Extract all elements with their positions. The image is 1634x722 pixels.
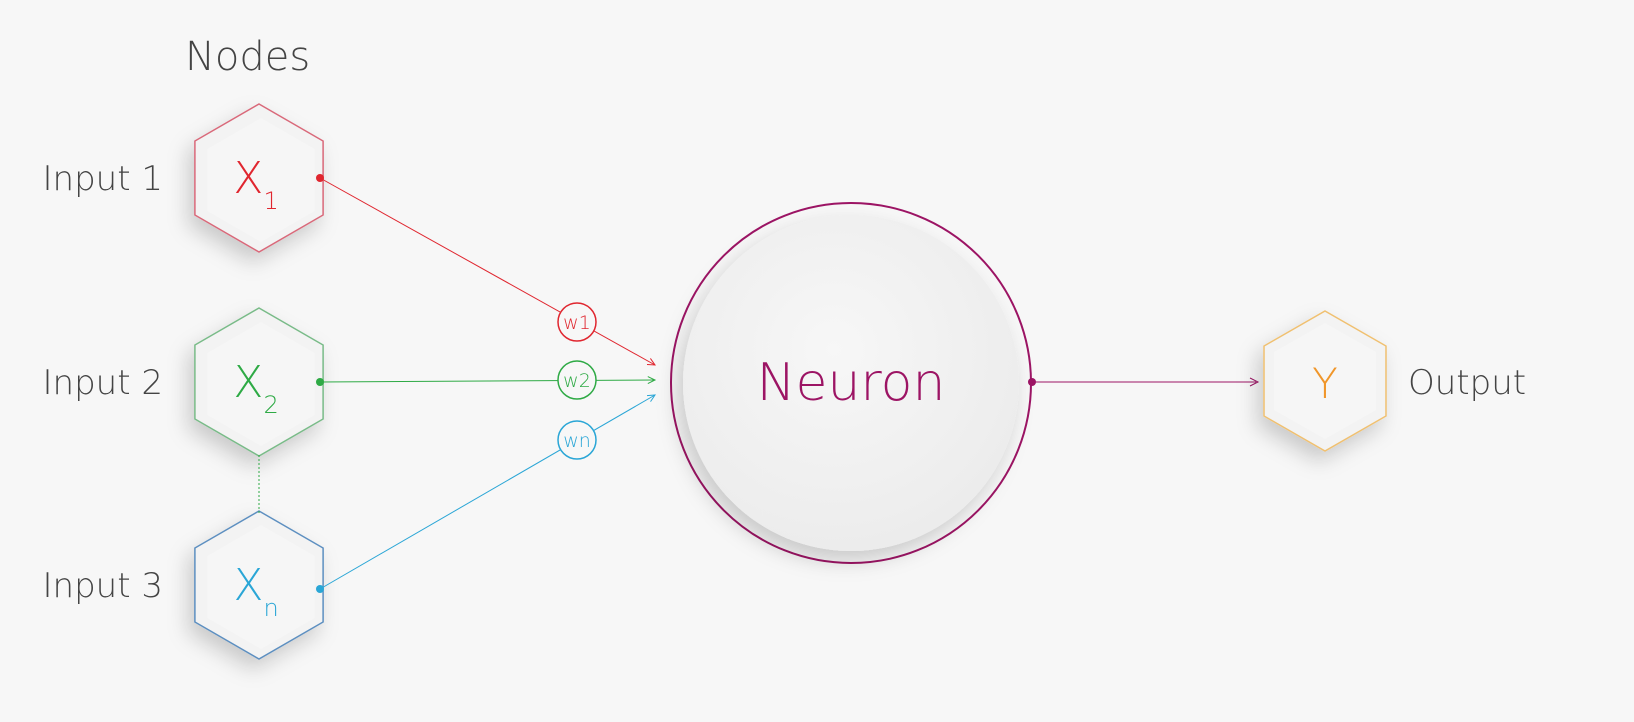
input-node-1: X1 bbox=[194, 103, 324, 253]
weighted-edge-1 bbox=[319, 177, 656, 366]
svg-text:X2: X2 bbox=[233, 357, 278, 419]
svg-text:X1: X1 bbox=[233, 153, 278, 215]
weighted-edge-3 bbox=[319, 394, 656, 590]
output-node: Y bbox=[1263, 310, 1387, 452]
input-node-2: X2 bbox=[194, 307, 324, 457]
arrowhead-icon bbox=[646, 358, 657, 366]
input-label-2: Input 2 bbox=[43, 363, 163, 403]
weight-label: w2 bbox=[563, 370, 591, 392]
weight-label: w1 bbox=[563, 312, 591, 334]
input-symbol: X bbox=[233, 153, 263, 204]
arrowhead-icon bbox=[646, 394, 656, 402]
output-arrowhead bbox=[1249, 377, 1260, 387]
arrowhead-icon bbox=[647, 376, 657, 384]
output-symbol: Y bbox=[1312, 359, 1338, 408]
input-label-1: Input 1 bbox=[43, 159, 163, 199]
input-label-3: Input 3 bbox=[43, 566, 163, 606]
weighted-edge-2 bbox=[319, 379, 656, 383]
input-symbol: X bbox=[233, 560, 263, 611]
output-label: Output bbox=[1408, 363, 1526, 403]
weight-label: wn bbox=[563, 430, 591, 452]
nodes-title: Nodes bbox=[185, 34, 310, 80]
svg-text:Xn: Xn bbox=[233, 560, 278, 622]
input-subscript: 2 bbox=[263, 391, 278, 419]
weight-badge-wn: wn bbox=[557, 420, 597, 460]
input-node-3: Xn bbox=[194, 510, 324, 660]
input-symbol: X bbox=[233, 357, 263, 408]
input-subscript: 1 bbox=[263, 187, 278, 215]
input-subscript: n bbox=[263, 594, 278, 622]
neuron-node: Neuron bbox=[670, 202, 1032, 564]
neuron-label: Neuron bbox=[757, 353, 946, 413]
weight-badge-w2: w2 bbox=[557, 360, 597, 400]
weight-badge-w1: w1 bbox=[557, 302, 597, 342]
